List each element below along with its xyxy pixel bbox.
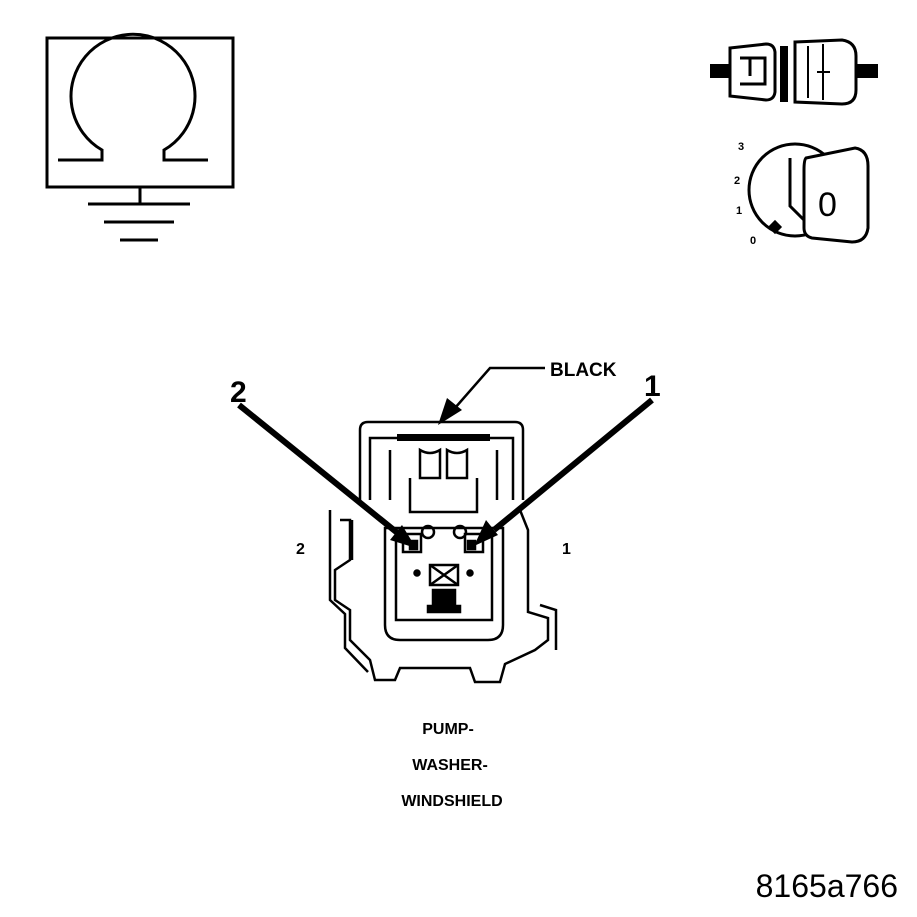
component-name-line-3: WINDSHIELD (401, 793, 502, 810)
ignition-position-2: 2 (734, 175, 740, 187)
ignition-position-1: 1 (736, 205, 742, 217)
cavity-label-1: 1 (562, 541, 571, 558)
omega-ground-icon (45, 32, 235, 242)
callout-pin-1: 1 (644, 370, 661, 403)
component-name-line-2: WASHER- (412, 757, 488, 774)
component-name-line-1: PUMP- (422, 721, 474, 738)
callout-pin-2: 2 (230, 376, 247, 409)
connector-icon (710, 38, 878, 106)
ignition-key-icon: 3 2 1 0 0 (734, 141, 870, 247)
connector-face (328, 420, 558, 684)
callout-arrows (237, 366, 654, 548)
figure-id: 8165a766 (756, 868, 898, 904)
ignition-position-3: 3 (738, 141, 744, 153)
connector-color-label: BLACK (550, 360, 617, 381)
ignition-position-0: 0 (750, 235, 756, 247)
cavity-label-2: 2 (296, 541, 305, 558)
ignition-key-label: 0 (818, 186, 837, 224)
